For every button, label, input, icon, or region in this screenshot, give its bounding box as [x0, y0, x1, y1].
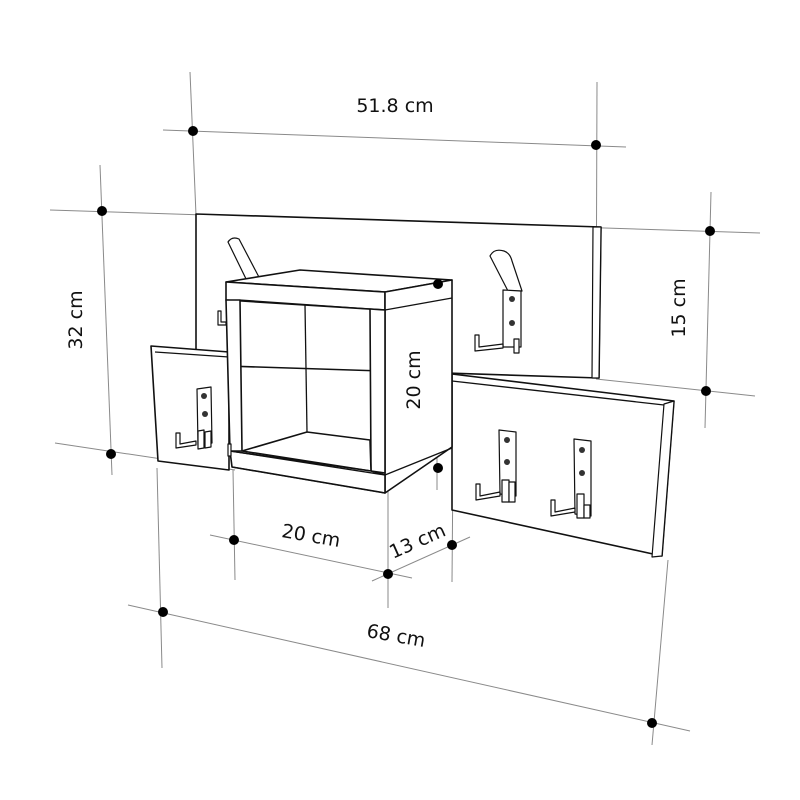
dot-height-bottom	[106, 449, 116, 459]
lower-left-hook	[175, 386, 213, 450]
dot-cube-width-left	[229, 535, 239, 545]
lower-middle-hook	[475, 429, 517, 503]
label-total-width: 68 cm	[365, 620, 427, 652]
cube-shelf	[225, 269, 453, 494]
label-cube-width: 20 cm	[280, 520, 342, 552]
dot-top-right	[591, 140, 601, 150]
label-cube-depth: 13 cm	[386, 519, 449, 563]
dot-top-left	[188, 126, 198, 136]
upper-left-hook	[217, 237, 262, 326]
dot-cube-bottom	[433, 463, 443, 473]
dimension-points	[97, 126, 715, 728]
label-cube-height: 20 cm	[403, 350, 425, 409]
label-top-board-height: 15 cm	[668, 278, 690, 337]
dot-total-left	[158, 607, 168, 617]
dot-total-right	[647, 718, 657, 728]
upper-right-hook	[474, 249, 523, 354]
dot-cube-top	[433, 279, 443, 289]
dot-upper-board-bottom	[701, 386, 711, 396]
dot-upper-board-top	[705, 226, 715, 236]
dot-cube-depth-back	[447, 540, 457, 550]
label-top-board-width: 51.8 cm	[356, 95, 433, 117]
label-total-height: 32 cm	[65, 290, 87, 349]
dot-cube-width-right	[383, 569, 393, 579]
lower-right-hook	[550, 438, 592, 519]
dot-height-top	[97, 206, 107, 216]
